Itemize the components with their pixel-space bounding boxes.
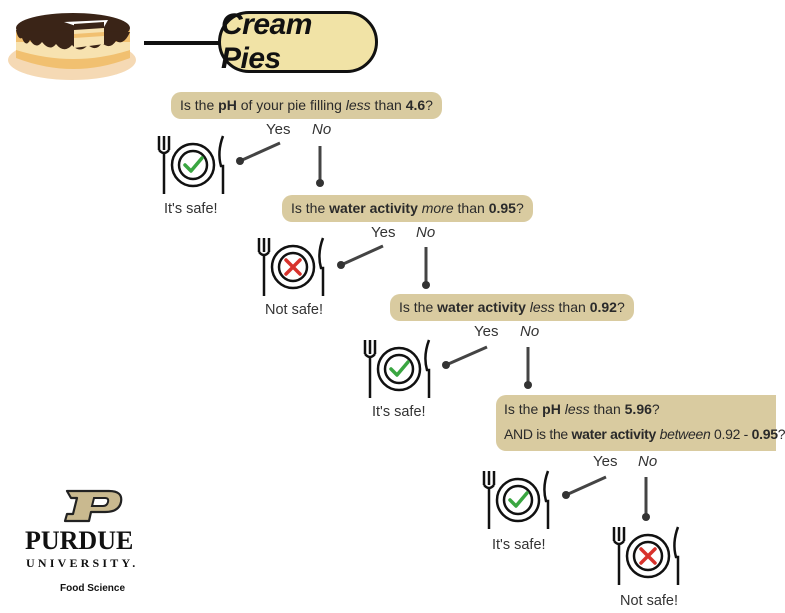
q2-yes-dot <box>337 261 345 269</box>
q2-no-dot <box>422 281 430 289</box>
q2-yes-label: Yes <box>371 224 396 241</box>
q4l2-value: 0.95 <box>751 426 778 442</box>
q4l2-post: 0.92 - <box>710 426 752 442</box>
purdue-p-logo-icon <box>63 489 123 523</box>
q4-yes-connector <box>565 475 607 497</box>
question-4-line-2: AND is the water activity between 0.92 -… <box>504 423 785 445</box>
question-1: Is the pH of your pie filling less than … <box>171 92 442 119</box>
unsafe-plate-icon <box>257 237 325 296</box>
q4-yes-dot <box>562 491 570 499</box>
result-not-safe-2: Not safe! <box>620 593 679 609</box>
q2-pre: Is the <box>291 200 330 216</box>
q3-end: ? <box>616 299 625 315</box>
question-4: Is the pH less than 5.96? AND is the wat… <box>496 395 785 451</box>
q2-no-label: No <box>416 224 436 241</box>
q4l1-bold: pH <box>542 401 561 417</box>
q4l2-end: ? <box>777 426 785 442</box>
q1-post: than <box>370 97 406 113</box>
q3-value: 0.92 <box>589 299 617 315</box>
question-4-line-1: Is the pH less than 5.96? <box>504 398 660 420</box>
result-not-safe-1: Not safe! <box>265 302 324 318</box>
q4l1-value: 5.96 <box>624 401 652 417</box>
result-safe-3: It's safe! <box>492 537 546 553</box>
q3-ital: less <box>529 299 555 315</box>
q4l2-pre: AND is the <box>504 426 572 442</box>
q4l1-ital: less <box>564 401 590 417</box>
unsafe-plate-icon <box>612 526 680 585</box>
q3-yes-label: Yes <box>474 323 499 340</box>
q1-pre: Is the <box>180 97 219 113</box>
purdue-university-label: UNIVERSITY. <box>26 556 139 570</box>
q1-end: ? <box>425 97 433 113</box>
q3-yes-dot <box>442 361 450 369</box>
q3-no-label: No <box>520 323 540 340</box>
q2-post: than <box>453 200 489 216</box>
q3-no-dot <box>524 381 532 389</box>
question-3: Is the water activity less than 0.92? <box>390 294 634 321</box>
q2-yes-connector <box>340 244 384 267</box>
q4l1-end: ? <box>651 401 660 417</box>
cream-pie-illustration <box>8 13 136 80</box>
q4-no-label: No <box>638 453 658 470</box>
q2-value: 0.95 <box>488 200 516 216</box>
q4l1-post: than <box>589 401 625 417</box>
question-2: Is the water activity more than 0.95? <box>282 195 533 222</box>
q4l2-bold: water activity <box>571 426 657 442</box>
q1-no-dot <box>316 179 324 187</box>
safe-plate-icon <box>157 135 225 194</box>
q4l2-ital: between <box>659 426 711 442</box>
q2-ital: more <box>421 200 454 216</box>
page-title: Cream Pies <box>221 8 312 75</box>
result-safe-2: It's safe! <box>372 404 426 420</box>
q1-bold: pH <box>218 97 237 113</box>
q1-yes-dot <box>236 157 244 165</box>
safe-plate-icon <box>482 470 550 529</box>
q3-pre: Is the <box>399 299 438 315</box>
q1-mid: of your pie filling <box>236 97 346 113</box>
purdue-wordmark: PURDUE <box>25 526 134 555</box>
q4l1-pre: Is the <box>504 401 543 417</box>
q1-no-label: No <box>312 121 332 138</box>
safe-plate-icon <box>363 339 431 398</box>
q1-yes-label: Yes <box>266 121 291 138</box>
q1-yes-connector <box>239 141 281 163</box>
title-connector <box>144 41 220 45</box>
q2-bold: water activity <box>329 200 418 216</box>
q2-end: ? <box>515 200 524 216</box>
q1-value: 4.6 <box>405 97 426 113</box>
q4-no-dot <box>642 513 650 521</box>
q3-bold: water activity <box>437 299 526 315</box>
q3-yes-connector <box>445 345 488 367</box>
q3-post: than <box>554 299 590 315</box>
department-label: Food Science <box>60 583 126 594</box>
q1-ital: less <box>345 97 371 113</box>
result-safe-1: It's safe! <box>164 201 218 217</box>
title-badge: Cream Pies <box>218 8 378 75</box>
q4-yes-label: Yes <box>593 453 618 470</box>
